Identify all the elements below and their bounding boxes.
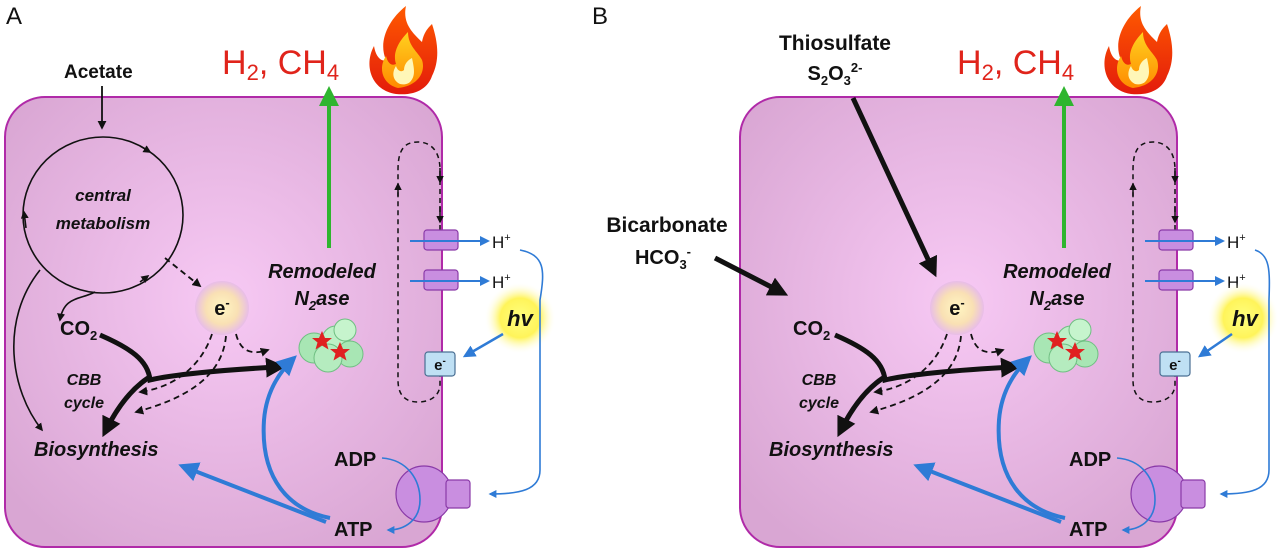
flame-icon	[369, 6, 438, 95]
star-icon	[312, 331, 332, 350]
to-electron-arrow	[164, 257, 202, 288]
adp-label: ADP	[1069, 449, 1111, 471]
adp-to-atp-arrow	[1116, 457, 1156, 534]
cycle-arrowhead	[139, 145, 152, 153]
remodeled-label: Remodeled	[1003, 261, 1112, 283]
light-to-electron-arrow	[462, 332, 504, 358]
to-co2-arrow	[57, 291, 96, 322]
electron-loop	[397, 141, 441, 403]
central-metabolism-label-2: metabolism	[56, 214, 150, 233]
cbb-to-biosynthesis-arrow	[837, 375, 885, 438]
cbb-label-2: cycle	[799, 395, 839, 412]
thiosulfate-arrow	[850, 96, 938, 278]
atp-synthase-icon	[1130, 465, 1206, 523]
cbb-to-biosynthesis-arrow	[102, 375, 150, 438]
proton-label-1: H+	[492, 232, 511, 252]
star-icon	[1047, 331, 1067, 350]
proton-return-arrow	[1219, 249, 1271, 498]
panel-letter: B	[592, 3, 608, 30]
co2-label: CO2	[60, 318, 97, 343]
electron-node	[930, 281, 984, 335]
electron-to-n2ase-arrow	[970, 333, 1005, 357]
star-icon	[330, 342, 350, 361]
atp-synthase-icon	[395, 465, 471, 523]
n2ase-label: N2ase	[294, 288, 349, 313]
electron-to-biosynthesis-arrow	[869, 335, 962, 415]
n2ase-label: N2ase	[1029, 288, 1084, 313]
electron-carrier-label: e-	[434, 356, 446, 374]
to-biosynthesis-arrow	[13, 269, 43, 432]
proton-label-1: H+	[1227, 232, 1246, 252]
nitrogenase-enzyme-icon	[1033, 318, 1099, 373]
adp-to-atp-arrow	[381, 457, 421, 534]
panel-letter: A	[6, 3, 22, 30]
electron-carrier-label: e-	[1169, 356, 1181, 374]
electron-carrier-box	[424, 351, 456, 377]
cycle-arrowhead	[20, 210, 29, 229]
atp-label: ATP	[1069, 519, 1108, 541]
co2-label: CO2	[793, 318, 830, 343]
electron-to-n2ase-arrow	[235, 333, 270, 357]
atp-to-biosynthesis-arrow	[913, 462, 1062, 524]
atp-label: ATP	[334, 519, 373, 541]
atp-to-biosynthesis-arrow	[178, 462, 327, 524]
hv-label: hv	[1232, 306, 1259, 331]
panel-b: B H2, CH4 Thiosulfate S2O32- Bicarbonate…	[592, 3, 1279, 548]
electron-loop	[1132, 141, 1176, 403]
electron-to-biosynthesis-arrow	[134, 335, 227, 415]
biosynthesis-label: Biosynthesis	[769, 439, 893, 461]
bicarbonate-label: Bicarbonate	[606, 214, 727, 237]
bicarbonate-formula: HCO3-	[635, 244, 691, 272]
cbb-to-n2ase-arrow	[834, 332, 1021, 384]
hv-label: hv	[507, 306, 534, 331]
electron-to-cbb-arrow	[138, 333, 213, 396]
adp-label: ADP	[334, 449, 376, 471]
thiosulfate-formula: S2O32-	[808, 60, 863, 88]
proton-return-arrow	[488, 249, 544, 498]
biosynthesis-label: Biosynthesis	[34, 439, 158, 461]
bicarbonate-arrow	[713, 255, 789, 296]
central-metabolism-label-1: central	[75, 186, 132, 205]
electron-label: e-	[214, 295, 229, 320]
electron-to-cbb-arrow	[873, 333, 948, 396]
gas-products: H2, CH4	[222, 44, 339, 85]
panel-a: A H2, CH4 Acetate central metabolism CO2	[4, 3, 556, 548]
remodeled-label: Remodeled	[268, 261, 377, 283]
flame-icon	[1104, 6, 1173, 95]
thiosulfate-label: Thiosulfate	[779, 32, 891, 55]
cbb-to-n2ase-arrow	[99, 332, 286, 384]
atp-to-n2ase-arrow	[261, 355, 331, 520]
acetate-label: Acetate	[64, 62, 133, 83]
star-icon	[1065, 342, 1085, 361]
nitrogenase-enzyme-icon	[298, 318, 364, 373]
electron-label: e-	[949, 295, 964, 320]
electron-node	[195, 281, 249, 335]
cycle-arrowhead	[139, 275, 150, 284]
proton-label-2: H+	[492, 272, 511, 292]
gas-products: H2, CH4	[957, 44, 1074, 85]
atp-to-n2ase-arrow	[996, 355, 1066, 520]
electron-carrier-box	[1159, 351, 1191, 377]
cbb-label-1: CBB	[802, 372, 837, 389]
cbb-label-1: CBB	[67, 372, 102, 389]
cbb-label-2: cycle	[64, 395, 104, 412]
light-to-electron-arrow	[1197, 332, 1233, 358]
light-glow	[1207, 282, 1279, 354]
